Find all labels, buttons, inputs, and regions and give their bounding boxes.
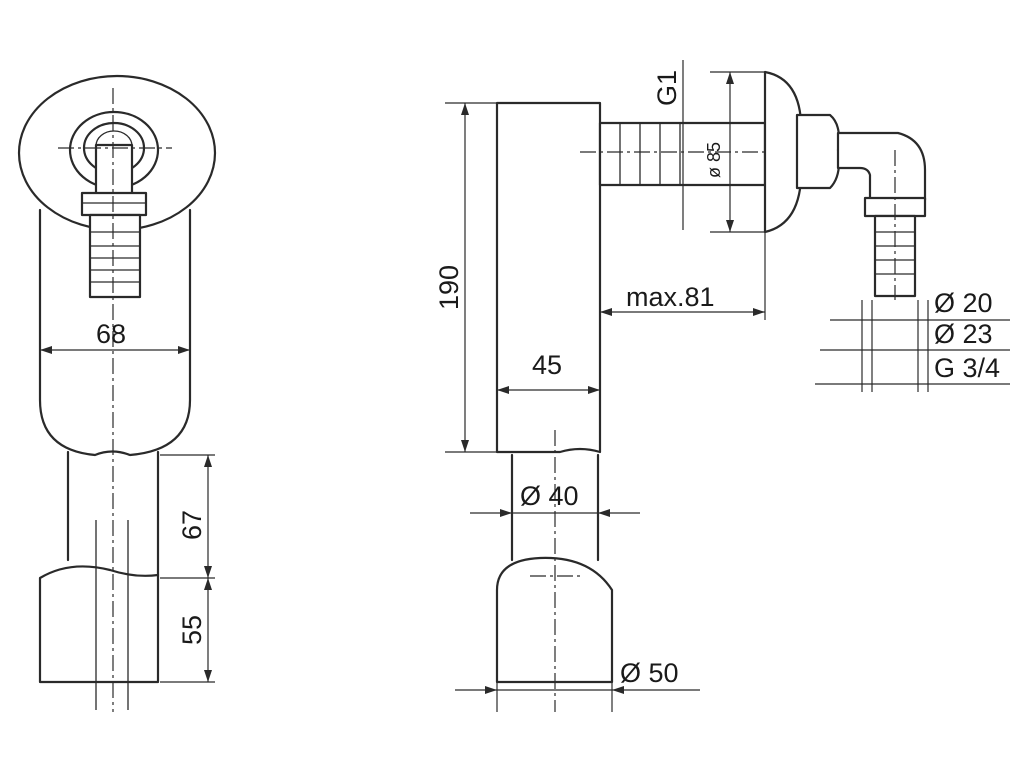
hose-dimension-lines [815, 300, 1010, 392]
dim-tube-67: 67 [177, 510, 207, 540]
connector-stem [94, 143, 134, 197]
dim-projection-max81: max.81 [626, 282, 715, 312]
threaded-nipple [88, 213, 142, 299]
dim-height-190: 190 [434, 265, 464, 310]
side-nut [795, 113, 841, 190]
hose-elbow [836, 131, 927, 202]
dim-hose-23: Ø 23 [934, 319, 993, 349]
thread-lines [90, 231, 140, 283]
dim-flange-85: ø 85 [704, 142, 724, 178]
dim-base-55: 55 [177, 615, 207, 645]
dim-base-50: Ø 50 [620, 658, 679, 688]
front-base [38, 565, 160, 684]
hose-connector-body [873, 214, 917, 298]
connector-nut [80, 191, 148, 217]
dim-hose-thread: G 3/4 [934, 353, 1000, 383]
dim-hose-20: Ø 20 [934, 288, 993, 318]
side-rosette [763, 70, 803, 234]
front-tube [66, 450, 160, 577]
side-view: 190 45 max.81 G1 ø 85 Ø 40 Ø 50 [434, 60, 1010, 712]
dim-depth-45: 45 [532, 350, 562, 380]
label-thread-g1: G1 [652, 70, 682, 106]
side-housing [495, 101, 602, 454]
dim-tube-40: Ø 40 [520, 481, 579, 511]
front-view: 68 67 55 [17, 74, 217, 712]
dim-width-68: 68 [96, 319, 126, 349]
front-housing [38, 208, 192, 457]
